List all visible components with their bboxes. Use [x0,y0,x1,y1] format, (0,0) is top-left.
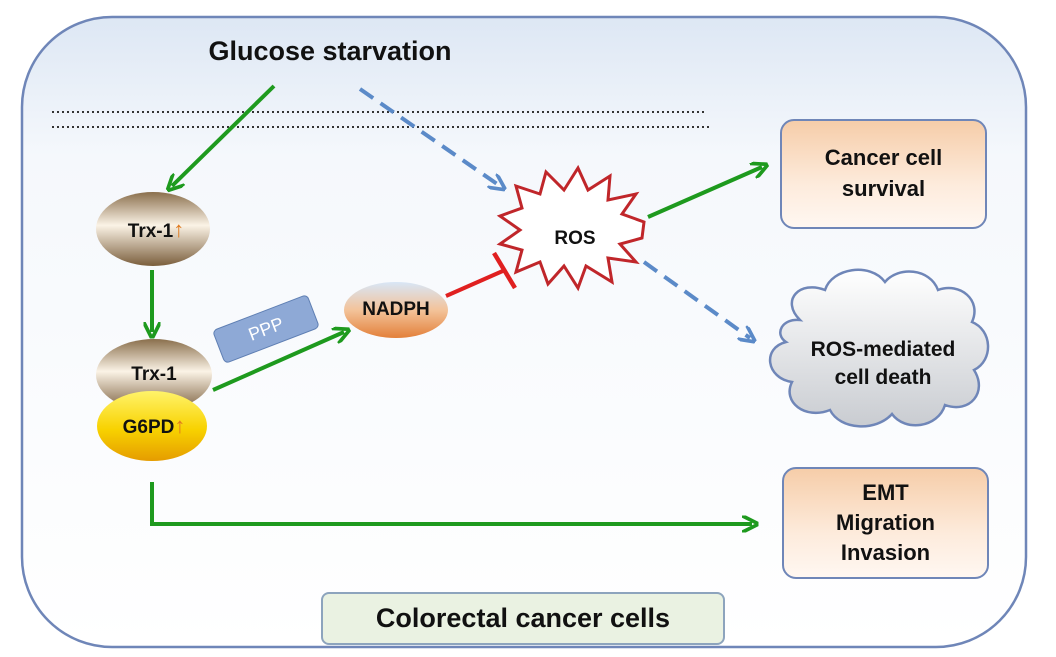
inhibition-nadph-ros [445,268,506,298]
survival-box: Cancer cell survival [780,119,987,229]
title-glucose-starvation: Glucose starvation [208,36,452,66]
arrow-glucose-to-trx1 [172,84,276,186]
trx1-complex-node [96,339,212,411]
trx1-node [96,192,210,266]
footer-colorectal-cancer-cells: Colorectal cancer cells [321,592,725,645]
nadph-node [344,282,448,338]
arrow-g6pd-to-nadph [212,332,344,392]
ppp-label: PPP [245,312,287,345]
dashed-arrow-ros-to-death [642,260,750,338]
survival-line-1: Cancer cell [824,145,943,171]
nadph-label: NADPH [362,299,430,320]
dashed-arrow-glucose-to-ros [358,87,500,186]
trx1-text: Trx-1 [127,221,174,242]
death-label: ROS-mediated cell death [783,336,983,393]
death-line-2: cell death [834,366,932,390]
death-cloud [769,268,990,428]
g6pd-label: G6PD↑ [104,413,204,439]
g6pd-node [97,391,207,461]
trx1-label: Trx-1↑ [108,217,204,243]
survival-line-2: survival [841,176,926,201]
arrow-ros-to-survival [647,167,762,219]
trx1-complex-label: Trx-1 [131,364,177,385]
death-line-1: ROS-mediated [810,338,956,361]
emt-line-1: EMT [862,480,909,506]
ros-label: ROS [554,228,596,249]
cell-frame [20,15,1028,649]
up-arrow-icon: ↑ [174,413,186,438]
emt-box: EMT Migration Invasion [782,467,989,579]
ros-starburst [496,164,646,292]
inhibition-bar [492,251,517,290]
emt-line-2: Migration [836,510,935,536]
arrow-g6pd-to-emt [150,482,752,524]
g6pd-text: G6PD [122,417,175,438]
emt-line-3: Invasion [840,539,931,565]
up-arrow-icon: ↑ [173,217,185,242]
